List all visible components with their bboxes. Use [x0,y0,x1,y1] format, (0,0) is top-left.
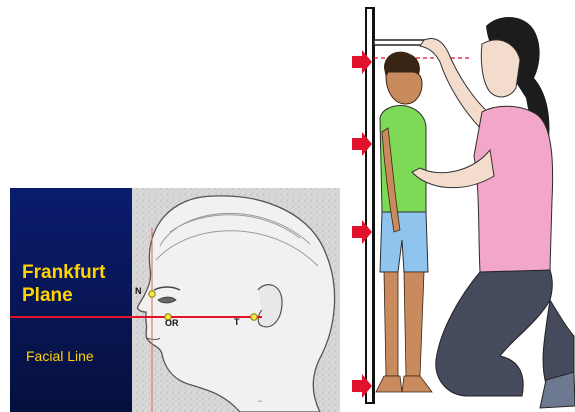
nasion-label: N [135,286,142,296]
adult-shirt [474,106,553,280]
facial-line-label: Facial Line [26,348,94,364]
child-figure [376,52,432,392]
plane-title: Plane [22,285,73,306]
adult-arm-raised [420,39,490,133]
child-face [386,72,422,104]
point-t [251,314,257,320]
frankfurt-title: Frankfurt [22,262,105,283]
signature: ~ [258,397,263,406]
child-legs [384,272,424,376]
adult-figure [412,17,575,408]
tragion-label: T [234,317,240,327]
point-n [149,291,155,297]
orbitale-label: OR [165,318,179,328]
height-measurement-panel [340,0,575,412]
adult-pants [436,270,574,396]
adult-face [481,40,520,97]
child-feet [376,376,432,392]
child-shorts [380,212,428,272]
